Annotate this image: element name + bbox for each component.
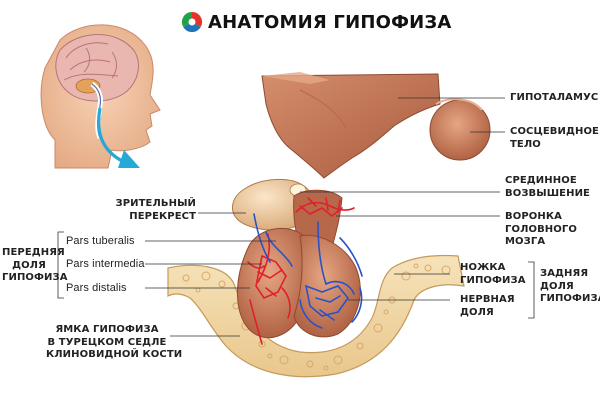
label-posterior-lobe: ЗАДНЯЯ ДОЛЯ ГИПОФИЗА [540,268,600,304]
arrow-to-detail [97,107,140,168]
label-sella-fossa: ЯМКА ГИПОФИЗА В ТУРЕЦКОМ СЕДЛЕ КЛИНОВИДН… [46,324,183,360]
hypothalamus [261,72,441,179]
veins [253,213,363,329]
pituitary-gland [236,227,361,339]
label-pars-tuberalis: Pars tuberalis [66,235,135,247]
sella-turcica-bone [167,254,465,378]
bone-pores [182,263,451,371]
label-anterior-lobe: ПЕРЕДНЯЯ ДОЛЯ ГИПОФИЗА [2,247,68,283]
label-infundibulum: ВОРОНКА ГОЛОВНОГО МОЗГА [505,211,577,247]
page-title: АНАТОМИЯ ГИПОФИЗА [208,12,452,33]
label-hypothalamus: ГИПОТАЛАМУС [510,92,599,103]
head-inset [40,24,161,169]
mammillary-body [429,98,491,161]
label-optic-chiasm: ЗРИТЕЛЬНЫЙ ПЕРЕКРЕСТ [115,198,196,222]
label-pars-intermedia: Pars intermedia [66,258,145,270]
label-pars-distalis: Pars distalis [66,282,127,294]
label-mammillary-body: СОСЦЕВИДНОЕ ТЕЛО [510,126,599,150]
label-pituitary-stalk: НОЖКА ГИПОФИЗА [460,262,526,286]
label-neural-lobe: НЕРВНАЯ ДОЛЯ [460,294,515,318]
swirl-logo-icon [181,11,203,33]
label-median-eminence: СРЕДИННОЕ ВОЗВЫШЕНИЕ [505,175,590,199]
leader-lines [57,97,535,337]
